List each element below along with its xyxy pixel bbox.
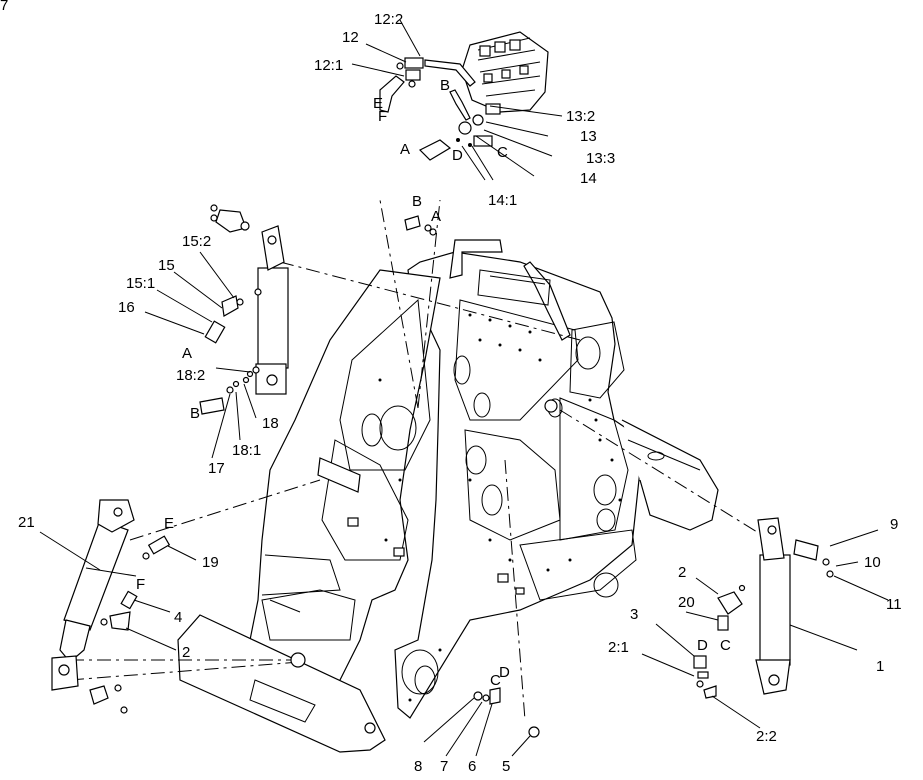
callout-12: 12: [342, 29, 359, 46]
callout-20: 20: [678, 594, 695, 611]
callout-14: 14: [580, 170, 597, 187]
callout-2-1: 2:1: [608, 639, 629, 656]
loader-frame: [69, 199, 771, 753]
port-label-b: B: [440, 77, 450, 94]
callout-21: 21: [18, 514, 35, 531]
callout-15: 15: [158, 257, 175, 274]
callout-7: 7: [440, 758, 448, 775]
port-label-b: B: [412, 193, 422, 210]
port-label-e: E: [373, 95, 383, 112]
port-label-c: C: [720, 637, 731, 654]
port-label-a: A: [400, 141, 410, 158]
callout-12-1: 12:1: [314, 57, 343, 74]
callout-5: 5: [502, 758, 510, 775]
port-label-b: B: [190, 405, 200, 422]
callout-4: 4: [174, 609, 182, 626]
callout-17: 17: [208, 460, 225, 477]
callout-15-1: 15:1: [126, 275, 155, 292]
port-label-f: F: [136, 576, 145, 593]
frame-holes: [350, 313, 622, 702]
callout-13: 13: [580, 128, 597, 145]
port-label-f: F: [378, 108, 387, 125]
callout-2: 2: [182, 644, 190, 661]
port-label-a: A: [182, 345, 192, 362]
callout-14-1: 14:1: [488, 192, 517, 209]
callout-labels: 7 12:2 12 12:1 E F B 13:2 13 13:3 14 A D…: [0, 0, 902, 775]
callout-18-2: 18:2: [176, 367, 205, 384]
page-mark: 7: [0, 0, 8, 14]
callout-13-3: 13:3: [586, 150, 615, 167]
port-label-d: D: [452, 147, 463, 164]
callout-19: 19: [202, 554, 219, 571]
port-label-c: C: [490, 672, 501, 689]
port-label-d: D: [499, 664, 510, 681]
callout-13-2: 13:2: [566, 108, 595, 125]
callout-16: 16: [118, 299, 135, 316]
callout-15-2: 15:2: [182, 233, 211, 250]
callout-18: 18: [262, 415, 279, 432]
port-label-c: C: [497, 144, 508, 161]
port-label-a: A: [431, 208, 441, 225]
port-label-d: D: [697, 637, 708, 654]
callout-11: 11: [886, 596, 902, 613]
callout-3: 3: [630, 606, 638, 623]
bottom-fittings: [473, 687, 540, 738]
callout-1: 1: [876, 658, 884, 675]
callout-2-2: 2:2: [756, 728, 777, 745]
callout-2: 2: [678, 564, 686, 581]
port-label-e: E: [164, 515, 174, 532]
upper-left-cylinder: [199, 204, 437, 415]
callout-6: 6: [468, 758, 476, 775]
callout-18-1: 18:1: [232, 442, 261, 459]
callout-9: 9: [890, 516, 898, 533]
callout-10: 10: [864, 554, 881, 571]
leader-lines: [39, 19, 889, 757]
callout-8: 8: [414, 758, 422, 775]
right-cylinder: [693, 517, 834, 699]
lower-left-cylinder: [51, 499, 171, 714]
callout-12-2: 12:2: [374, 11, 403, 28]
